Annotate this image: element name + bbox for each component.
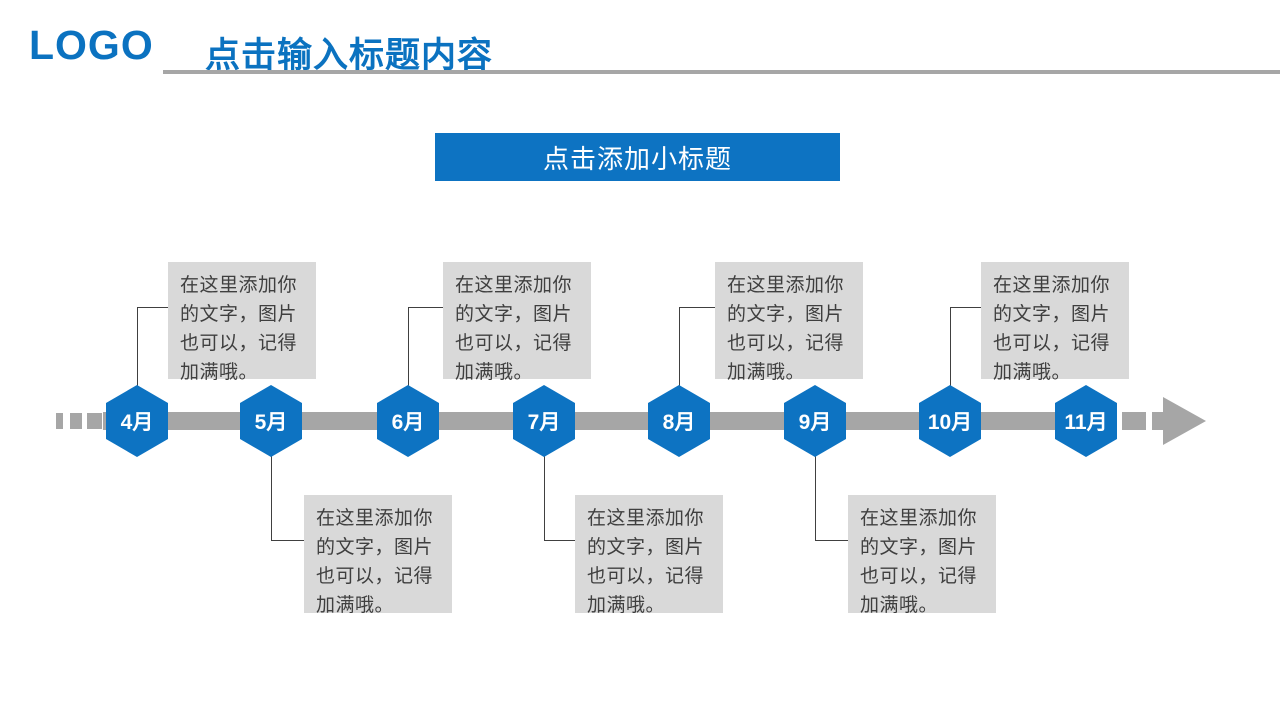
timeline-node-hexagon: 5月 — [240, 385, 302, 457]
timeline-left-dash — [70, 413, 82, 429]
connector-line — [679, 307, 680, 387]
timeline-left-dash — [56, 413, 63, 429]
timeline-right-dash — [1152, 412, 1163, 430]
note-box[interactable]: 在这里添加你的文字，图片也可以，记得加满哦。 — [981, 262, 1129, 383]
connector-line — [408, 307, 409, 387]
connector-line — [271, 540, 304, 541]
connector-line — [137, 307, 138, 387]
page-title[interactable]: 点击输入标题内容 — [205, 36, 494, 75]
connector-line — [544, 456, 545, 541]
connector-line — [679, 307, 715, 308]
timeline-node-hexagon: 7月 — [513, 385, 575, 457]
timeline-bar — [103, 412, 1117, 430]
note-box[interactable]: 在这里添加你的文字，图片也可以，记得加满哦。 — [848, 495, 996, 616]
connector-line — [950, 307, 951, 387]
connector-line — [950, 307, 981, 308]
timeline-node-hexagon: 6月 — [377, 385, 439, 457]
note-box[interactable]: 在这里添加你的文字，图片也可以，记得加满哦。 — [168, 262, 316, 383]
note-box[interactable]: 在这里添加你的文字，图片也可以，记得加满哦。 — [575, 495, 723, 616]
connector-line — [544, 540, 575, 541]
note-box[interactable]: 在这里添加你的文字，图片也可以，记得加满哦。 — [443, 262, 591, 383]
timeline-node-hexagon: 8月 — [648, 385, 710, 457]
connector-line — [815, 456, 816, 541]
timeline-node-hexagon: 10月 — [919, 385, 981, 457]
subtitle-banner[interactable]: 点击添加小标题 — [435, 133, 840, 181]
connector-line — [137, 307, 168, 308]
timeline-arrow-icon — [1163, 397, 1206, 445]
timeline-node-hexagon: 4月 — [106, 385, 168, 457]
connector-line — [271, 456, 272, 541]
logo: LOGO — [29, 22, 154, 68]
note-box[interactable]: 在这里添加你的文字，图片也可以，记得加满哦。 — [304, 495, 452, 616]
timeline-right-dash — [1122, 412, 1146, 430]
timeline-node-hexagon: 11月 — [1055, 385, 1117, 457]
connector-line — [408, 307, 443, 308]
timeline-node-hexagon: 9月 — [784, 385, 846, 457]
connector-line — [815, 540, 848, 541]
note-box[interactable]: 在这里添加你的文字，图片也可以，记得加满哦。 — [715, 262, 863, 383]
header-divider — [163, 70, 1280, 74]
timeline-left-dash — [87, 413, 102, 429]
